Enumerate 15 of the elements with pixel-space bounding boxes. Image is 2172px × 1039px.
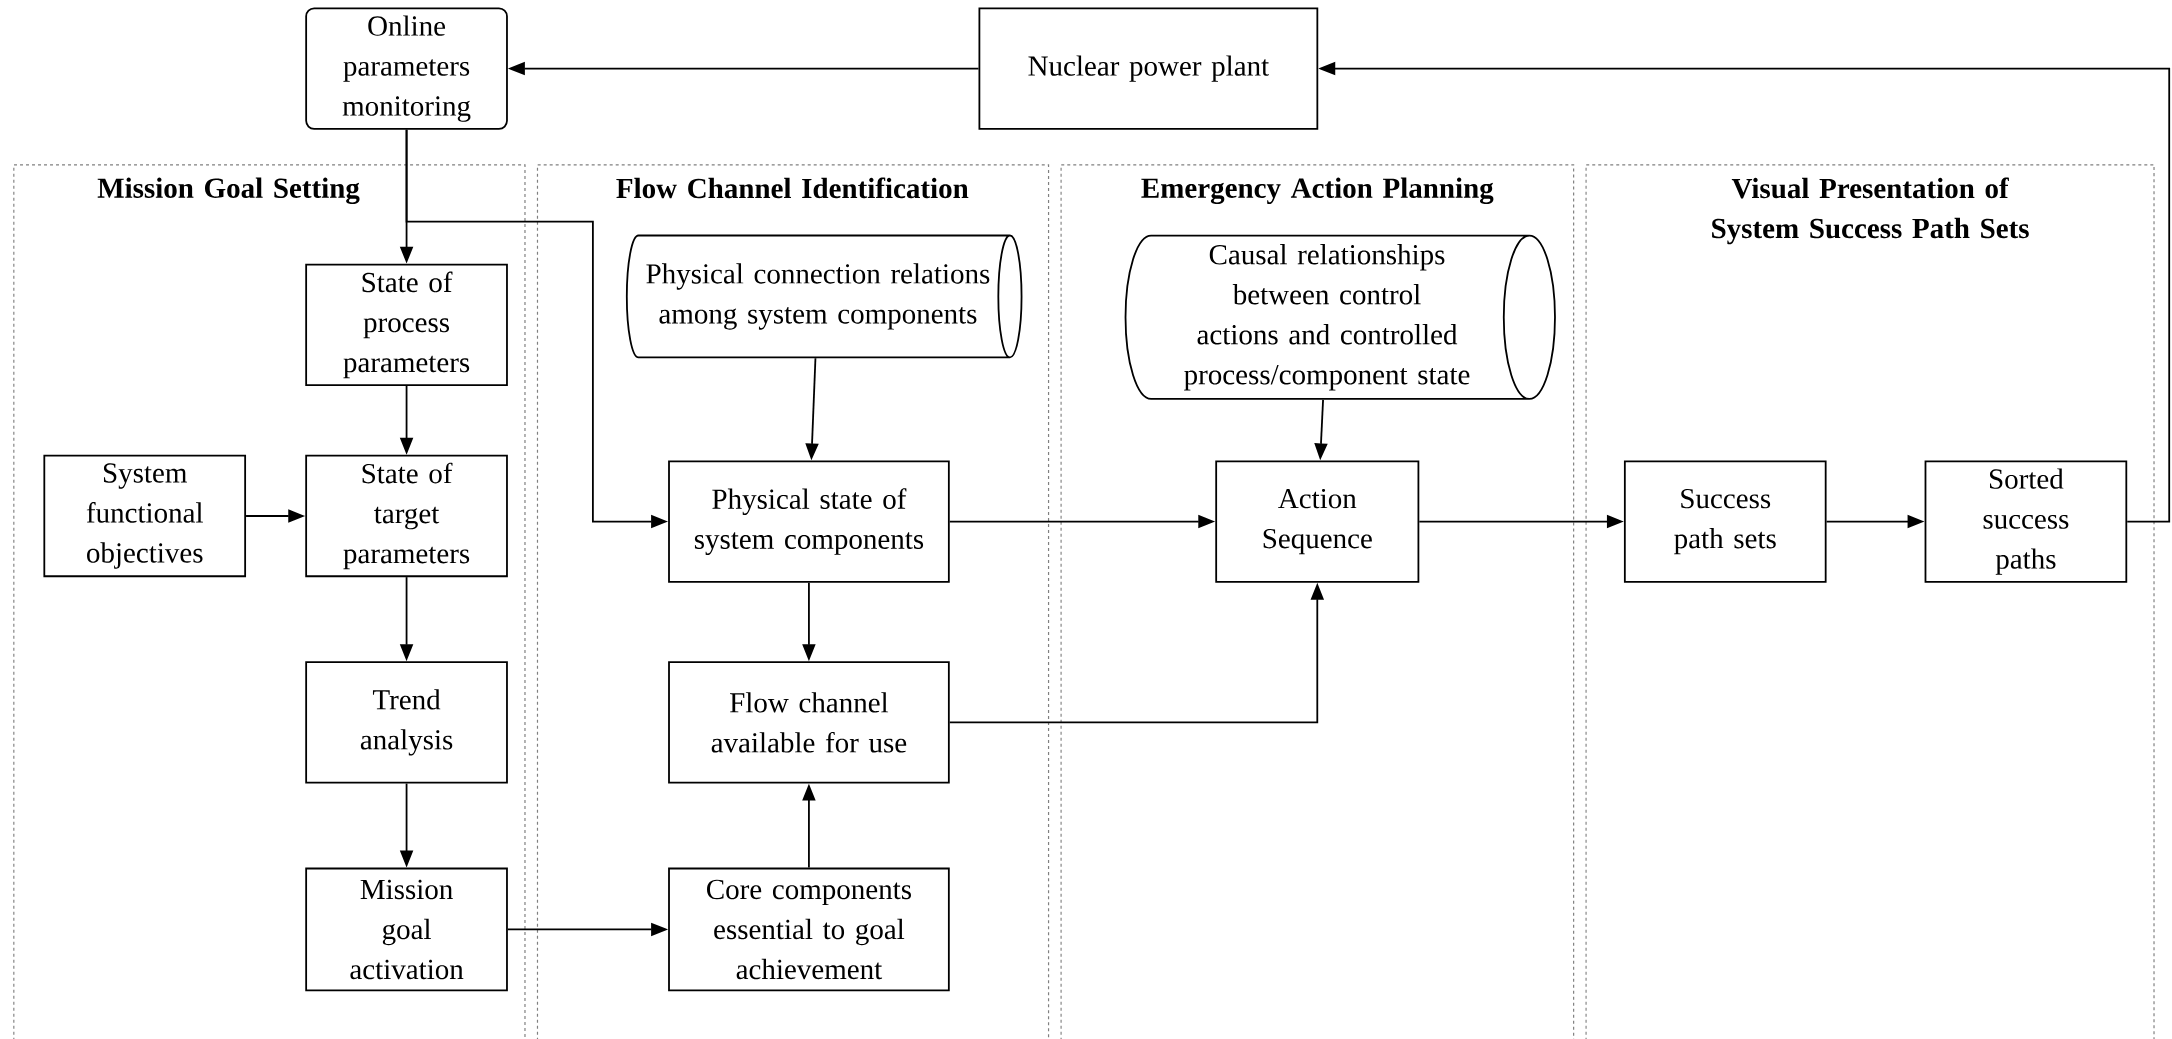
process-box: Core components essential to goal achievement — [668, 867, 950, 992]
database-cylinder: Physical connection relations among system components — [625, 234, 1023, 359]
process-box: Sorted success paths — [1924, 460, 2128, 583]
database-cylinder: Causal relationships between control actions and controlled process/component state — [1124, 234, 1556, 400]
monitoring-box: Online parameters monitoring — [305, 7, 508, 130]
process-box: Physical state of system components — [668, 460, 950, 583]
process-box: Nuclear power plant — [978, 7, 1319, 130]
process-box: Trend analysis — [305, 661, 508, 784]
process-box: Mission goal activation — [305, 867, 508, 992]
process-box: Action Sequence — [1215, 460, 1420, 583]
process-box: Flow channel available for use — [668, 661, 950, 784]
process-box: System functional objectives — [43, 454, 247, 578]
process-box: Success path sets — [1623, 460, 1827, 583]
process-box: State of target parameters — [305, 454, 508, 578]
process-box: State of process parameters — [305, 263, 508, 387]
